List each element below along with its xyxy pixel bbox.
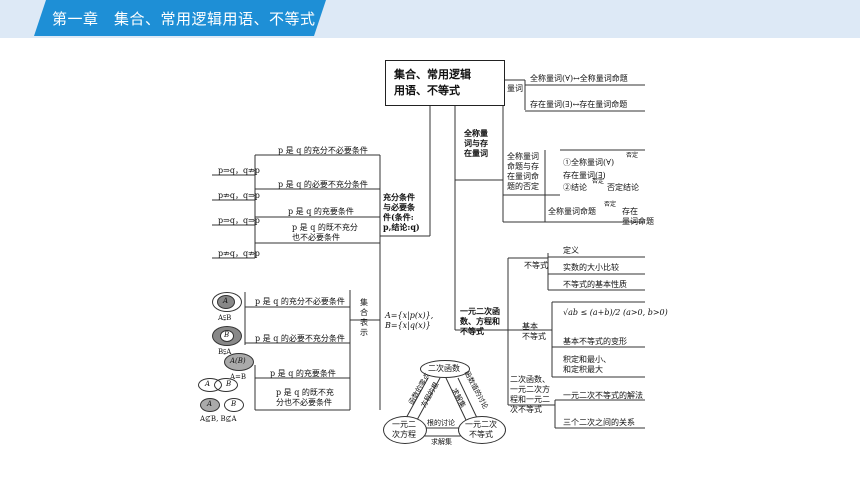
basic-inequality-formula: √ab ≤ (a+b)/2 (a>0, b>0) [563,308,668,317]
cycle-quadratic-function: 二次函数 [420,360,470,378]
venn-b-outer [212,292,242,312]
condition-desc-2: p 是 q 的必要不充分条件 [278,180,368,189]
cycle-quadratic-equation: 一元二 次方程 [383,416,427,444]
header-tab [34,0,326,36]
basic-inequality-label: 基本 不等式 [522,322,546,341]
negation-command-b: 存在 量词命题 [622,207,654,226]
set-desc-3: p 是 q 的充要条件 [270,369,336,378]
basic-inequality-variant: 基本不等式的变形 [563,337,627,346]
inequality-item-2: 实数的大小比较 [563,263,619,272]
negation-step2: ②结论 [563,183,587,192]
set-caption-2: B⫋A [218,348,232,356]
condition-desc-4: p 是 q 的既不充分 也不必要条件 [292,223,358,242]
set-desc-4: p 是 q 的既不充 分也不必要条件 [276,388,334,407]
quantifier-branch-label: 全称量 词与存 在量词 [464,128,488,158]
venn-a-label-5: A [207,400,213,408]
venn-a-label-1: A [223,297,229,305]
venn-b-label-5: B [231,400,237,408]
inequality-label: 不等式 [524,261,548,270]
condition-formula-3: p⇒q，q⇒p [218,216,260,225]
set-desc-1: p 是 q 的充分不必要条件 [255,297,345,306]
venn-equal [224,353,254,371]
negation-arrow3-label: 否定 [604,201,617,208]
existential-quantifier: 存在量词(∃)↔存在量词命题 [530,100,628,109]
quantifier-label: 量词 [507,84,523,93]
condition-formula-4: p⇏q，q⇏p [218,249,260,258]
basic-inequality-extreme: 积定和最小、 和定积最大 [563,355,611,374]
root-topic-label: 集合、常用逻辑 用语、不等式 [394,68,471,97]
venn-overlap-b [214,378,238,392]
venn-b-label-2: B [224,331,230,339]
inequality-item-1: 定义 [563,246,579,255]
conditions-branch-label: 充分条件 与必要条 件(条件: p,结论:q) [383,192,420,232]
venn-b-inner [220,330,234,342]
header-bar: 第一章 集合、常用逻辑用语、不等式 [0,0,860,38]
cycle-bottom-edge-label: 根的讨论 [427,419,455,427]
universal-quantifier: 全称量词(∀)↔全称量词命题 [530,74,628,83]
cycle-quadratic-equation-label: 一元二 次方程 [392,420,416,439]
chapter-title: 第一章 集合、常用逻辑用语、不等式 [52,10,316,28]
venn-ab-label: A(B) [230,357,246,365]
cycle-quadratic-function-label: 二次函数 [428,364,460,373]
venn-b-label-4: B [226,380,232,388]
negation-arrow2-label: 否定 [592,178,605,185]
negation-command-a: 全称量词命题 [548,207,596,216]
quadratic-item-2: 三个二次之间的关系 [563,418,635,427]
inequality-branch-label: 一元二次函 数、方程和 不等式 [460,306,500,336]
venn-a-label-4: A [205,380,211,388]
set-caption-4: A⊈B, B⊈A [200,415,237,423]
negation-label: 全称量词 命题与存 在量词命 题的否定 [507,152,539,191]
cycle-bottom-edge-label-b: 求解集 [431,438,452,446]
sets-definition: A={x|p(x)}, B={x|q(x)} [385,311,434,330]
cycle-quadratic-inequality: 一元二次 不等式 [458,416,506,444]
cycle-quadratic-inequality-label: 一元二次 不等式 [465,420,497,439]
condition-desc-3: p 是 q 的充要条件 [288,207,354,216]
set-caption-1: A⫋B [218,314,232,322]
set-desc-2: p 是 q 的必要不充分条件 [255,334,345,343]
quadratic-label: 二次函数、 一元二次方 程和一元二 次不等式 [510,375,550,414]
condition-formula-1: p⇒q，q⇏p [218,166,260,175]
condition-desc-1: p 是 q 的充分不必要条件 [278,146,368,155]
negation-step1: ①全称量词(∀) [563,158,615,167]
set-caption-3: A=B [230,373,247,381]
sets-branch-label: 集 合 表 示 [360,298,368,337]
negation-step2b: 否定结论 [607,183,639,192]
inequality-item-3: 不等式的基本性质 [563,280,627,289]
negation-arrow1-label: 否定 [626,152,639,159]
venn-disjoint-b [224,398,244,412]
venn-disjoint-a [200,398,220,412]
quadratic-item-1: 一元二次不等式的解法 [563,391,643,400]
negation-step1b: 存在量词(∃) [563,171,606,180]
root-topic-box: 集合、常用逻辑 用语、不等式 [385,60,505,106]
condition-formula-2: p⇏q，q⇒p [218,191,260,200]
